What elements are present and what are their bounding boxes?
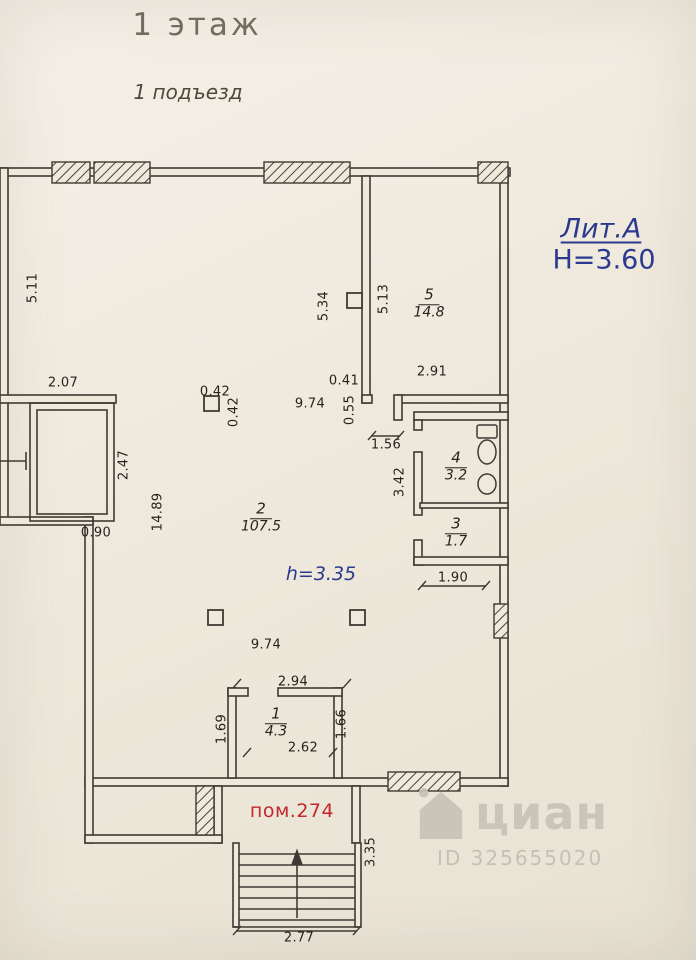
dim-room1-inner-width: 2.62 xyxy=(287,740,319,756)
dim-room1-right: 1.66 xyxy=(334,708,350,740)
dim-room5-side-right: 5.13 xyxy=(376,283,392,315)
dim-niche-width: 0.55 xyxy=(342,394,358,426)
dim-wc-side: 3.42 xyxy=(392,466,408,498)
building-height-label: Н=3.60 xyxy=(552,244,656,276)
room-5-number: 5 xyxy=(418,286,440,306)
dim-room1-outer-width: 2.94 xyxy=(277,674,309,690)
room-1-number: 1 xyxy=(265,705,287,725)
dim-hall-height: 14.89 xyxy=(150,492,166,532)
toilet-fixture-icon xyxy=(476,424,498,465)
structural-columns xyxy=(203,292,366,626)
direction-arrow-icon xyxy=(291,848,303,918)
wall-structure xyxy=(0,167,511,844)
sink-fixture-icon xyxy=(477,473,497,495)
dim-left-height: 5.11 xyxy=(25,272,41,304)
dim-column-height: 0.42 xyxy=(226,396,242,428)
room-label-1: 1 4.3 xyxy=(265,704,287,739)
window-openings xyxy=(51,161,509,836)
dim-room3-width: 1.90 xyxy=(437,570,469,586)
watermark-id: ID 325655020 xyxy=(437,846,604,870)
page-subtitle: 1 подъезд xyxy=(133,80,243,104)
dimension-ticks xyxy=(232,430,491,936)
stair-flight xyxy=(232,842,362,928)
room-label-2: 2 107.5 xyxy=(241,499,281,534)
room-1-area: 4.3 xyxy=(264,723,288,740)
room-2-number: 2 xyxy=(250,500,272,520)
room-3-number: 3 xyxy=(445,515,467,535)
room-5-area: 14.8 xyxy=(413,304,445,321)
dim-hall-span: 9.74 xyxy=(250,637,282,653)
dim-closet-height: 2.47 xyxy=(116,449,132,481)
dim-room5-door: 1.56 xyxy=(370,437,402,453)
room-4-area: 3.2 xyxy=(444,467,468,484)
dim-stairs-depth: 3.35 xyxy=(363,836,379,868)
room-4-number: 4 xyxy=(445,449,467,469)
room-label-5: 5 14.8 xyxy=(413,285,444,320)
dim-column-width: 0.42 xyxy=(199,384,231,400)
dim-closet-width: 0.90 xyxy=(80,525,112,541)
room-label-4: 4 3.2 xyxy=(445,448,467,483)
dim-room1-left: 1.69 xyxy=(214,713,230,745)
dim-top-span: 9.74 xyxy=(294,396,326,412)
room-label-3: 3 1.7 xyxy=(445,514,467,549)
ceiling-height-label: h=3.35 xyxy=(285,563,357,585)
cian-house-icon xyxy=(418,787,463,840)
cian-watermark: циан xyxy=(414,784,608,842)
dim-top-left-width: 2.07 xyxy=(47,375,79,391)
page-title: 1 этаж xyxy=(132,7,262,43)
premise-number-label: пом.274 xyxy=(249,800,335,822)
room-2-area: 107.5 xyxy=(240,518,282,535)
liter-label: Лит.А xyxy=(560,213,642,245)
dim-niche-depth: 0.41 xyxy=(328,373,360,389)
dim-room5-width: 2.91 xyxy=(416,364,448,380)
dim-stairs-width: 2.77 xyxy=(283,930,315,946)
watermark-brand: циан xyxy=(475,786,609,840)
dim-room5-side-left: 5.34 xyxy=(316,290,332,322)
room-3-area: 1.7 xyxy=(444,533,468,550)
